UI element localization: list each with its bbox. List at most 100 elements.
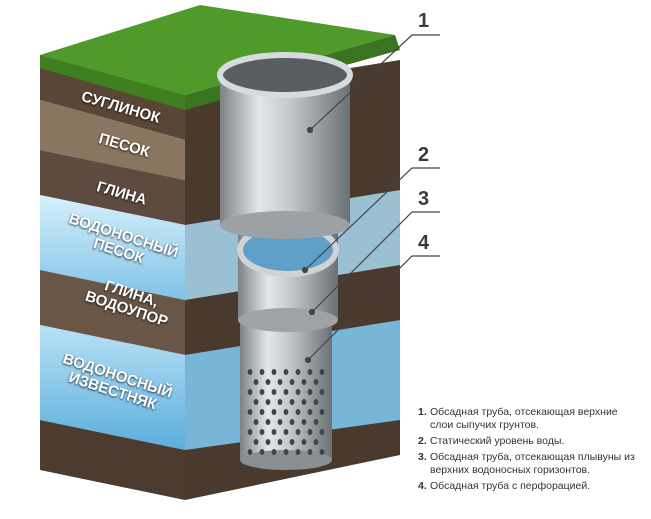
callout-dot-4	[304, 356, 312, 364]
callout-dot-2	[301, 266, 309, 274]
layer-clay-aquitard	[40, 270, 185, 355]
perforation-hole	[307, 409, 313, 415]
legend-item: 3. Обсадная труба, отсекающая плывуны из…	[418, 451, 643, 477]
perforation-hole	[319, 369, 325, 375]
perforation-hole	[283, 369, 289, 375]
legend: 1. Обсадная труба, отсекающая верхние сл…	[418, 406, 643, 496]
perforation-hole	[277, 419, 283, 425]
perforation-hole	[265, 399, 271, 405]
perforation-hole	[319, 429, 325, 435]
perforation-hole	[277, 379, 283, 385]
perforation-hole	[307, 369, 313, 375]
perforation-hole	[259, 409, 265, 415]
layer-clay	[40, 150, 185, 225]
pipe-3-bottom	[238, 308, 338, 332]
perforation-hole	[295, 429, 301, 435]
grass-top	[40, 5, 395, 95]
perforation-hole	[289, 419, 295, 425]
callout-line-2	[304, 167, 440, 271]
perforation-hole	[313, 399, 319, 405]
legend-item: 4. Обсадная труба с перфорацией.	[418, 480, 643, 493]
perforation-hole	[265, 419, 271, 425]
perforation-hole	[259, 449, 265, 455]
pipe-1	[220, 75, 350, 225]
callout-line-4	[307, 255, 440, 361]
perforation-hole	[313, 379, 319, 385]
perforation-hole	[319, 449, 325, 455]
legend-text: Обсадная труба, отсекающая плывуны из ве…	[430, 451, 635, 476]
perforation-hole	[295, 369, 301, 375]
perforation-hole	[265, 439, 271, 445]
perforation-hole	[283, 389, 289, 395]
callout-lines	[301, 34, 440, 364]
perforation-hole	[307, 429, 313, 435]
perforation-hole	[271, 429, 277, 435]
perforation-hole	[253, 379, 259, 385]
perforation-hole	[283, 429, 289, 435]
perforation-hole	[247, 369, 253, 375]
perforation-hole	[247, 449, 253, 455]
casing-pipes	[217, 52, 353, 470]
perforation-hole	[271, 369, 277, 375]
pipe-1-top	[217, 52, 353, 98]
legend-item: 1. Обсадная труба, отсекающая верхние сл…	[418, 406, 643, 432]
legend-text: Статический уровень воды.	[430, 435, 565, 447]
perforation-hole	[301, 439, 307, 445]
perforation-hole	[295, 389, 301, 395]
perforation-hole	[277, 439, 283, 445]
perforation-hole	[301, 399, 307, 405]
perforation-hole	[259, 389, 265, 395]
perforation-hole	[259, 369, 265, 375]
legend-item: 2. Статический уровень воды.	[418, 435, 643, 448]
pipe-4-bottom	[240, 450, 332, 470]
legend-number: 4.	[418, 480, 427, 492]
perforation-hole	[247, 409, 253, 415]
perforation-hole	[307, 449, 313, 455]
perforation-hole	[283, 409, 289, 415]
layer-aquifer-limestone	[40, 325, 185, 450]
callout-number-1: 1	[418, 10, 430, 32]
legend-text: Обсадная труба, отсекающая верхние слои …	[430, 406, 618, 431]
callout-dot-1	[306, 126, 314, 134]
perforation-hole	[247, 389, 253, 395]
perforation-hole	[301, 419, 307, 425]
callout-dot-3	[308, 308, 316, 316]
perforation-hole	[301, 379, 307, 385]
perforation-hole	[271, 409, 277, 415]
perforation-hole	[289, 399, 295, 405]
perforation-hole	[319, 389, 325, 395]
perforation-hole	[313, 439, 319, 445]
callout-number-3: 3	[418, 188, 430, 210]
perforations	[247, 369, 325, 455]
legend-number: 3.	[418, 451, 427, 463]
layer-aquifer-sand	[40, 195, 185, 300]
perforation-hole	[271, 449, 277, 455]
perforation-hole	[307, 389, 313, 395]
perforation-hole	[253, 439, 259, 445]
perforation-hole	[277, 399, 283, 405]
perforation-hole	[289, 379, 295, 385]
callout-number-4: 4	[418, 232, 430, 254]
perforation-hole	[247, 429, 253, 435]
legend-number: 2.	[418, 435, 427, 447]
pipe-1-bottom	[220, 211, 350, 239]
perforation-hole	[283, 449, 289, 455]
perforation-hole	[295, 409, 301, 415]
perforation-hole	[295, 449, 301, 455]
callout-line-1	[309, 34, 440, 131]
grass-edge-left	[40, 55, 185, 110]
legend-number: 1.	[418, 406, 427, 418]
layer-bedrock	[40, 420, 185, 500]
perforation-hole	[319, 409, 325, 415]
perforation-hole	[289, 439, 295, 445]
layer-sand	[40, 100, 185, 180]
callout-number-2: 2	[418, 144, 430, 166]
perforation-hole	[253, 399, 259, 405]
perforation-hole	[259, 429, 265, 435]
perforation-hole	[271, 389, 277, 395]
legend-text: Обсадная труба с перфорацией.	[430, 480, 591, 492]
callout-line-3	[311, 211, 440, 313]
perforation-hole	[313, 419, 319, 425]
perforation-hole	[253, 419, 259, 425]
